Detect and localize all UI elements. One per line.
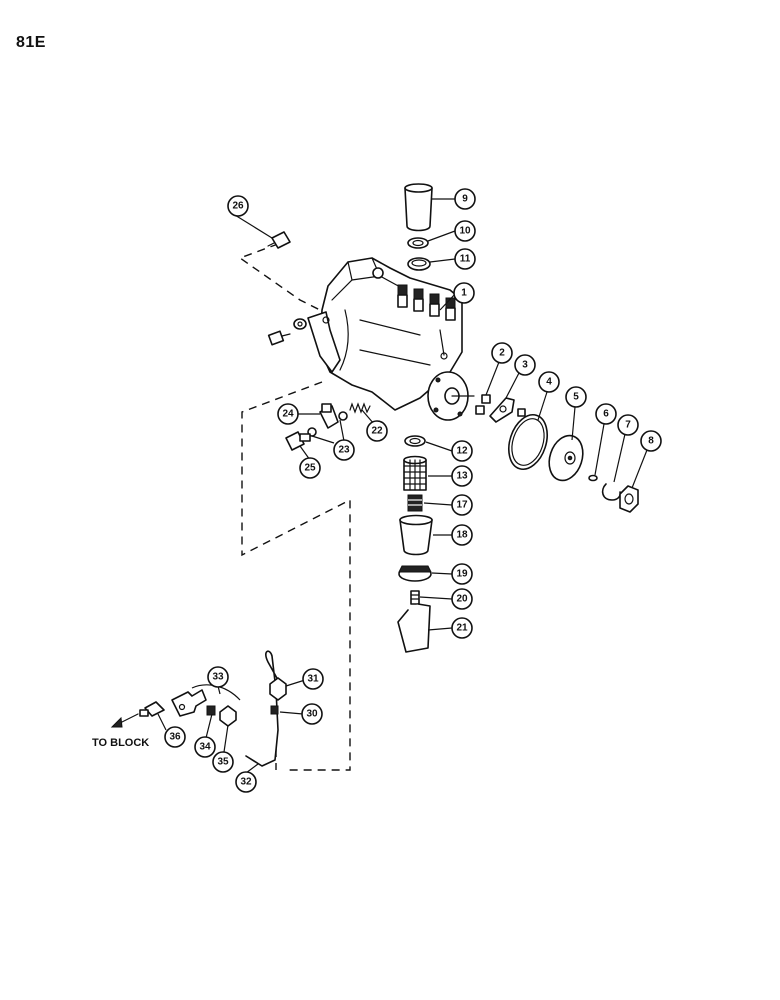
callout-9: 9 <box>454 188 476 210</box>
callout-13: 13 <box>451 465 473 487</box>
banjo-bolt <box>285 431 311 451</box>
callout-31: 31 <box>302 668 324 690</box>
callout-33-label: 33 <box>212 672 224 683</box>
filter-spring <box>407 494 423 512</box>
callout-4-label: 4 <box>546 377 552 388</box>
callout-9-label: 9 <box>462 194 468 205</box>
callout-7-label: 7 <box>625 420 631 431</box>
callout-10: 10 <box>454 220 476 242</box>
snap-ring <box>601 483 621 501</box>
callout-25: 25 <box>299 457 321 479</box>
drive-key <box>475 394 491 415</box>
page-code: 81E <box>16 34 46 51</box>
drain-screw <box>410 590 420 605</box>
callout-18: 18 <box>451 524 473 546</box>
callout-31-label: 31 <box>307 674 319 685</box>
callout-8-label: 8 <box>648 436 654 447</box>
callout-22-label: 22 <box>371 426 383 437</box>
callout-36-label: 36 <box>169 732 181 743</box>
to-block-arrow <box>110 713 139 728</box>
cap-seal-ring <box>407 257 431 271</box>
callout-30: 30 <box>301 703 323 725</box>
cap-gasket <box>407 237 429 249</box>
bleed-screw <box>267 231 291 249</box>
lever-bolt <box>267 330 291 346</box>
callout-1: 1 <box>453 282 475 304</box>
callout-3: 3 <box>514 354 536 376</box>
banjo-fitting <box>319 403 339 429</box>
fitting-sleeve <box>206 705 216 716</box>
fitting-nut <box>219 705 237 727</box>
callout-6-label: 6 <box>603 409 609 420</box>
callout-20-label: 20 <box>456 594 468 605</box>
sediment-bowl <box>399 514 433 556</box>
to-block-label: TO BLOCK <box>92 737 149 749</box>
callout-20: 20 <box>451 588 473 610</box>
callout-7: 7 <box>617 414 639 436</box>
callout-11: 11 <box>454 248 476 270</box>
callout-8: 8 <box>640 430 662 452</box>
callout-1-label: 1 <box>461 288 467 299</box>
tube-nut <box>269 677 287 701</box>
callout-25-label: 25 <box>304 463 316 474</box>
block-adapter <box>139 701 165 717</box>
callout-24-label: 24 <box>282 409 294 420</box>
relief-spring <box>349 402 371 414</box>
callout-34-label: 34 <box>199 742 211 753</box>
callout-22: 22 <box>366 420 388 442</box>
callout-21-label: 21 <box>456 623 468 634</box>
bail-clamp <box>397 603 431 653</box>
tube-sleeve <box>270 705 279 715</box>
drive-plate <box>548 434 584 482</box>
injection-pump-body <box>307 257 475 421</box>
filter-gasket <box>404 435 426 447</box>
filter-element <box>403 455 427 491</box>
drive-hub <box>489 397 526 423</box>
callout-17-label: 17 <box>456 500 468 511</box>
callout-30-label: 30 <box>306 709 318 720</box>
callout-13-label: 13 <box>456 471 468 482</box>
callout-12: 12 <box>451 440 473 462</box>
bowl-nut <box>398 565 432 582</box>
callout-5: 5 <box>565 386 587 408</box>
dashed-return-line <box>241 381 351 771</box>
callout-6: 6 <box>595 403 617 425</box>
woodruff-key <box>588 474 598 482</box>
fuel-line-tube <box>245 650 279 767</box>
callout-2: 2 <box>491 342 513 364</box>
elbow-fitting <box>171 689 207 717</box>
callout-11-label: 11 <box>460 254 471 265</box>
callout-32-label: 32 <box>240 777 252 788</box>
callout-3-label: 3 <box>522 360 528 371</box>
callout-33: 33 <box>207 666 229 688</box>
lever-washer <box>293 318 307 330</box>
callout-4: 4 <box>538 371 560 393</box>
filler-cap <box>404 183 433 232</box>
callout-10-label: 10 <box>459 226 471 237</box>
o-ring-seal <box>508 413 548 471</box>
callout-19-label: 19 <box>456 569 468 580</box>
callout-26-label: 26 <box>232 201 244 212</box>
callout-35: 35 <box>212 751 234 773</box>
callout-5-label: 5 <box>573 392 579 403</box>
callout-18-label: 18 <box>456 530 468 541</box>
callout-12-label: 12 <box>456 446 468 457</box>
drive-nut <box>619 485 639 513</box>
callout-21: 21 <box>451 617 473 639</box>
callout-24: 24 <box>277 403 299 425</box>
leader-lines <box>157 198 648 774</box>
callout-2-label: 2 <box>499 348 505 359</box>
dashed-route-26 <box>238 243 321 311</box>
callout-35-label: 35 <box>217 757 229 768</box>
callout-17: 17 <box>451 494 473 516</box>
callout-23-label: 23 <box>338 445 350 456</box>
callout-19: 19 <box>451 563 473 585</box>
callout-34: 34 <box>194 736 216 758</box>
callout-26: 26 <box>227 195 249 217</box>
callout-32: 32 <box>235 771 257 793</box>
callout-23: 23 <box>333 439 355 461</box>
callout-36: 36 <box>164 726 186 748</box>
